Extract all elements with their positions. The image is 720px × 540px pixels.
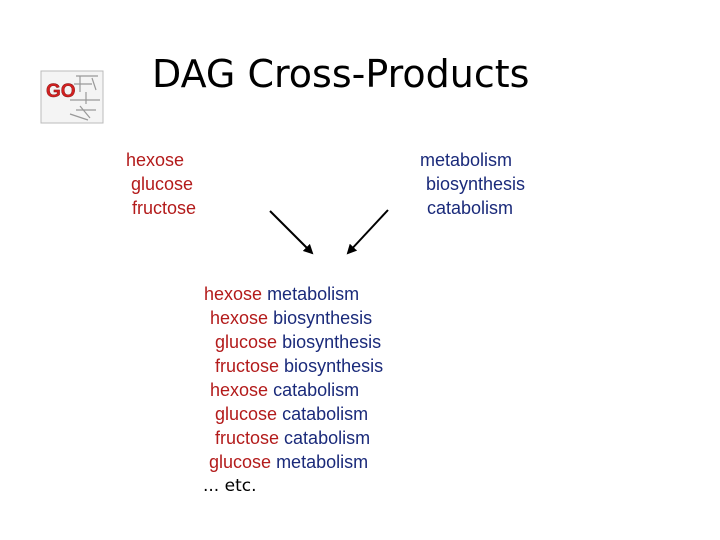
go-logo-text: GO	[46, 81, 76, 102]
product-term-b: biosynthesis	[273, 308, 373, 328]
right-term: metabolism	[420, 150, 513, 170]
right-term: biosynthesis	[426, 174, 526, 194]
cross-product-row: hexose metabolism	[204, 282, 359, 306]
product-term-b: metabolism	[267, 284, 360, 304]
product-term-a: glucose	[215, 332, 278, 352]
right-arrow	[346, 209, 389, 255]
product-term-b: catabolism	[282, 404, 369, 424]
product-term-a: hexose	[204, 284, 263, 304]
product-term-a: fructose	[215, 356, 280, 376]
left-term: glucose	[131, 174, 194, 194]
product-term-b: catabolism	[273, 380, 360, 400]
product-term-b: catabolism	[284, 428, 371, 448]
left-term: hexose	[126, 150, 185, 170]
cross-product-row: glucose biosynthesis	[215, 330, 381, 354]
cross-product-row: fructose biosynthesis	[215, 354, 383, 378]
cross-product-row: hexose catabolism	[210, 378, 359, 402]
right-term: catabolism	[427, 198, 514, 218]
page-title: DAG Cross-Products	[152, 52, 530, 96]
product-term-b: biosynthesis	[284, 356, 384, 376]
cross-product-row: fructose catabolism	[215, 426, 370, 450]
product-term-a: fructose	[215, 428, 280, 448]
product-term-a: glucose	[215, 404, 278, 424]
left-term: fructose	[132, 198, 197, 218]
cross-product-row: glucose metabolism	[209, 450, 368, 474]
product-term-b: biosynthesis	[282, 332, 382, 352]
product-term-a: hexose	[210, 380, 269, 400]
etc-label: ... etc.	[203, 476, 257, 496]
product-term-a: glucose	[209, 452, 272, 472]
go-logo: GO	[40, 70, 104, 124]
product-term-b: metabolism	[276, 452, 369, 472]
left-arrow	[269, 210, 314, 255]
cross-product-row: glucose catabolism	[215, 402, 368, 426]
product-term-a: hexose	[210, 308, 269, 328]
cross-product-row: hexose biosynthesis	[210, 306, 372, 330]
